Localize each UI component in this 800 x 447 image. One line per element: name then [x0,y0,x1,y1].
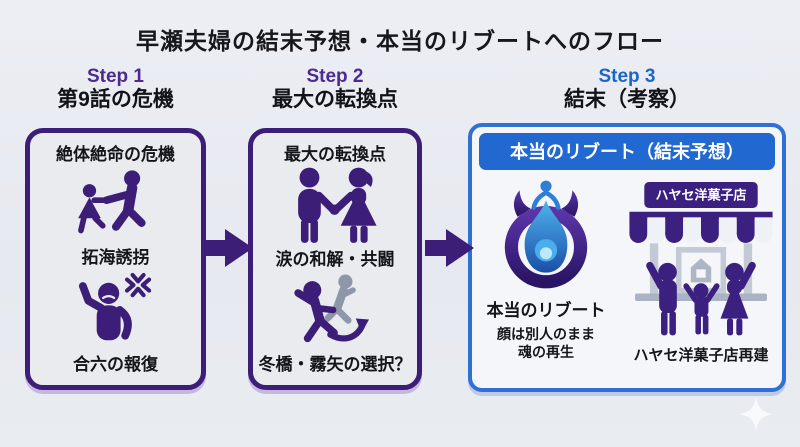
step3-left-sub1: 顔は別人のまま [497,326,595,342]
step3-left-sub2: 魂の再生 [518,344,574,361]
step1-item1-caption: 拓海誘拐 [81,248,150,267]
step2-header: Step 2 最大の転換点 [240,66,430,112]
step3-left-caption: 本当のリブート [486,301,606,320]
step2-box-header: 最大の転換点 [284,145,386,164]
step1-header: Step 1 第9話の危機 [25,66,206,112]
step2-subtitle: 最大の転換点 [272,87,398,111]
step2-item2-caption: 冬橋・霧矢の選択？ [258,355,412,374]
runners-choice-icon [283,270,387,350]
sparkle-icon [738,396,774,432]
step3-banner: 本当のリブート（結末予想） [479,133,775,170]
page-title: 早瀬夫婦の結末予想・本当のリブートへのフロー [136,28,664,54]
step1-box: 絶体絶命の危機 拓海誘拐 [25,128,206,390]
kidnap-icon [68,168,164,240]
step3-content: 本当のリブート 顔は別人のまま 魂の再生 ハヤセ洋菓子店 [472,172,782,388]
arrow-step1-to-step2-icon [204,227,254,269]
step3-left-column: 本当のリブート 顔は別人のまま 魂の再生 [472,172,620,388]
step3-right-caption: ハヤセ洋菓子店再建 [633,347,769,364]
step3-box: 本当のリブート（結末予想） [468,123,786,392]
step1-box-header: 絶体絶命の危機 [56,145,175,164]
arrow-step2-to-step3-icon [425,227,475,269]
shop-storefront-icon: ハヤセ洋菓子店 [622,180,780,342]
angry-person-icon [70,271,162,347]
reboot-flame-icon [490,176,602,294]
step3-left-subtext: 顔は別人のまま 魂の再生 [497,325,595,361]
step3-subtitle: 結末（考察） [564,87,690,111]
step1-subtitle: 第9話の危機 [57,87,174,111]
step1-label: Step 1 [86,66,145,87]
shop-sign-text: ハヤセ洋菓子店 [655,188,746,203]
step2-box: 最大の転換点 涙の和解・共闘 [248,128,422,390]
step3-label: Step 3 [598,66,656,87]
step2-label: Step 2 [306,66,364,87]
reconciliation-couple-icon [283,165,387,245]
step3-header: Step 3 結末（考察） [468,66,786,112]
step3-right-column: ハヤセ洋菓子店 [620,172,782,388]
step1-item2-caption: 合六の報復 [73,355,158,374]
step2-item1-caption: 涙の和解・共闘 [275,250,395,269]
